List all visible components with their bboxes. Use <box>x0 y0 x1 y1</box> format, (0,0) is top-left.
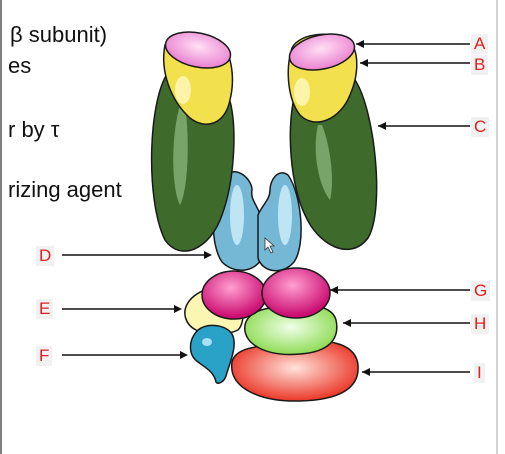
pointer-lines <box>62 43 470 373</box>
label-C: C <box>471 117 490 137</box>
arrowhead-B <box>360 59 368 67</box>
text-fragment-beta-subunit: β subunit) <box>10 22 108 47</box>
arrowhead-H <box>343 319 351 327</box>
cursor-icon <box>264 237 276 254</box>
pointer-arrowheads <box>174 40 386 376</box>
arrowhead-D <box>204 251 212 259</box>
left-magenta-domain <box>201 270 267 320</box>
left-pink-top <box>164 31 232 69</box>
teal-small-domain <box>189 324 235 384</box>
label-A: A <box>471 34 489 54</box>
text-fragment-rizing-agent: rizing agent <box>8 177 122 202</box>
right-magenta-domain <box>261 267 331 319</box>
label-F: F <box>36 346 53 366</box>
label-D: D <box>36 246 55 266</box>
arrowhead-E <box>174 305 182 313</box>
arrowhead-G <box>330 286 338 294</box>
arrowhead-I <box>362 368 370 376</box>
label-B: B <box>471 55 489 75</box>
arrowhead-A <box>356 40 364 48</box>
label-I: I <box>474 363 485 383</box>
arrowhead-C <box>378 122 386 130</box>
right-pink-top <box>288 33 356 71</box>
label-G: G <box>471 281 491 301</box>
arrowhead-F <box>180 351 188 359</box>
text-fragment-r-by-tau: r by τ <box>8 117 60 142</box>
label-E: E <box>36 299 54 319</box>
label-H: H <box>471 314 490 334</box>
text-fragment-es: es <box>8 53 32 78</box>
